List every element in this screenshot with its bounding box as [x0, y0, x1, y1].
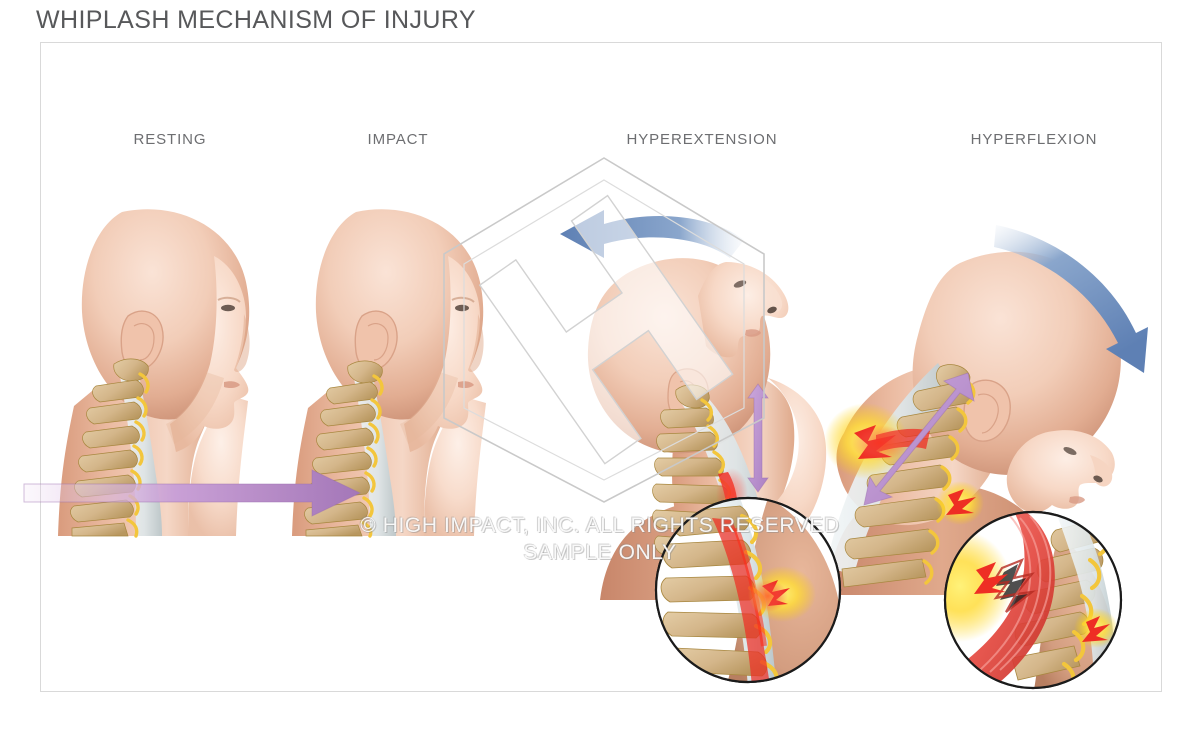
hyperflexion-motion-arrow	[994, 225, 1148, 373]
cervical-spine-resting	[70, 358, 149, 537]
panel-label-impact: IMPACT	[367, 131, 429, 148]
inset-hyperflexion	[938, 510, 1124, 690]
inset-hyperextension	[636, 496, 848, 688]
hyperextension-motion-arrow	[560, 210, 744, 258]
posterior-injury-lower-hyperflexion	[936, 481, 984, 525]
nostril-hyperextension	[767, 306, 777, 314]
eye-resting	[221, 304, 235, 312]
eye-hyperflexion	[1063, 447, 1077, 455]
eye-impact	[455, 304, 469, 312]
posterior-injury-hyperflexion	[824, 403, 930, 479]
nerve-roots-impact	[360, 374, 384, 538]
panel-label-resting: RESTING	[133, 131, 207, 148]
figure-impact	[23, 196, 568, 538]
nostril-hyperflexion	[1093, 475, 1103, 483]
panel-label-hyperflexion: HYPERFLEXION	[970, 131, 1098, 148]
page-title: WHIPLASH MECHANISM OF INJURY	[36, 6, 476, 34]
face-profile-hyperflexion	[1006, 430, 1115, 513]
posterior-stretch-arrow	[863, 372, 975, 506]
figure-hyperflexion	[818, 215, 1148, 595]
impact-force-arrow	[23, 469, 362, 517]
panel-label-hyperextension: HYPEREXTENSION	[626, 131, 778, 148]
